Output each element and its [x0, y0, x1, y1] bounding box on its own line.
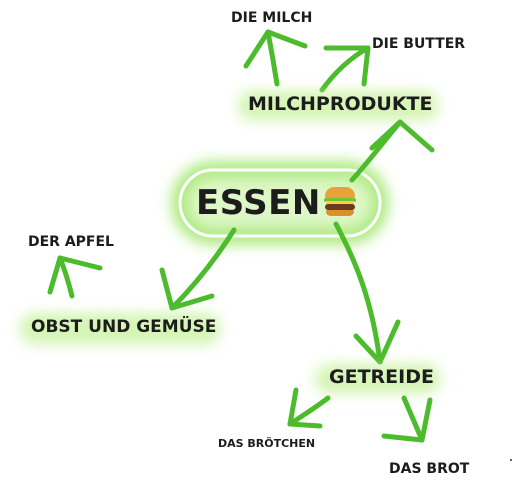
- getreide-glow: [315, 365, 440, 393]
- stray-dot: [510, 459, 512, 461]
- node-das-broetchen: DAS BRÖTCHEN: [218, 437, 316, 450]
- milchprodukte-glow: [238, 92, 438, 120]
- arrow-essen-milchprodukte: [349, 119, 435, 183]
- branch-obst-und-gemuese: OBST UND GEMÜSE: [31, 317, 217, 337]
- arrow-getreide-das-broetchen: [287, 387, 331, 429]
- arrow-getreide-das-brot: [381, 395, 433, 443]
- node-das-brot: DAS BROT: [389, 461, 470, 477]
- central-node: ESSEN: [196, 186, 356, 220]
- central-node-glow: [172, 163, 387, 243]
- node-der-apfel: DER APFEL: [28, 234, 114, 250]
- obst-glow: [20, 314, 220, 344]
- branch-getreide: GETREIDE: [329, 366, 434, 388]
- arrow-milchprodukte-die-milch: [243, 29, 308, 87]
- branch-milchprodukte: MILCHPRODUKTE: [248, 93, 433, 115]
- central-node-outline: [178, 168, 382, 238]
- central-node-label: ESSEN: [196, 183, 321, 223]
- node-die-milch: DIE MILCH: [231, 10, 313, 26]
- burger-icon: [323, 187, 356, 217]
- arrow-essen-getreide: [333, 221, 401, 365]
- node-die-butter: DIE BUTTER: [372, 36, 466, 52]
- arrow-milchprodukte-die-butter: [319, 45, 371, 93]
- arrow-obst-der-apfel: [47, 255, 103, 299]
- arrow-essen-obst: [159, 227, 237, 311]
